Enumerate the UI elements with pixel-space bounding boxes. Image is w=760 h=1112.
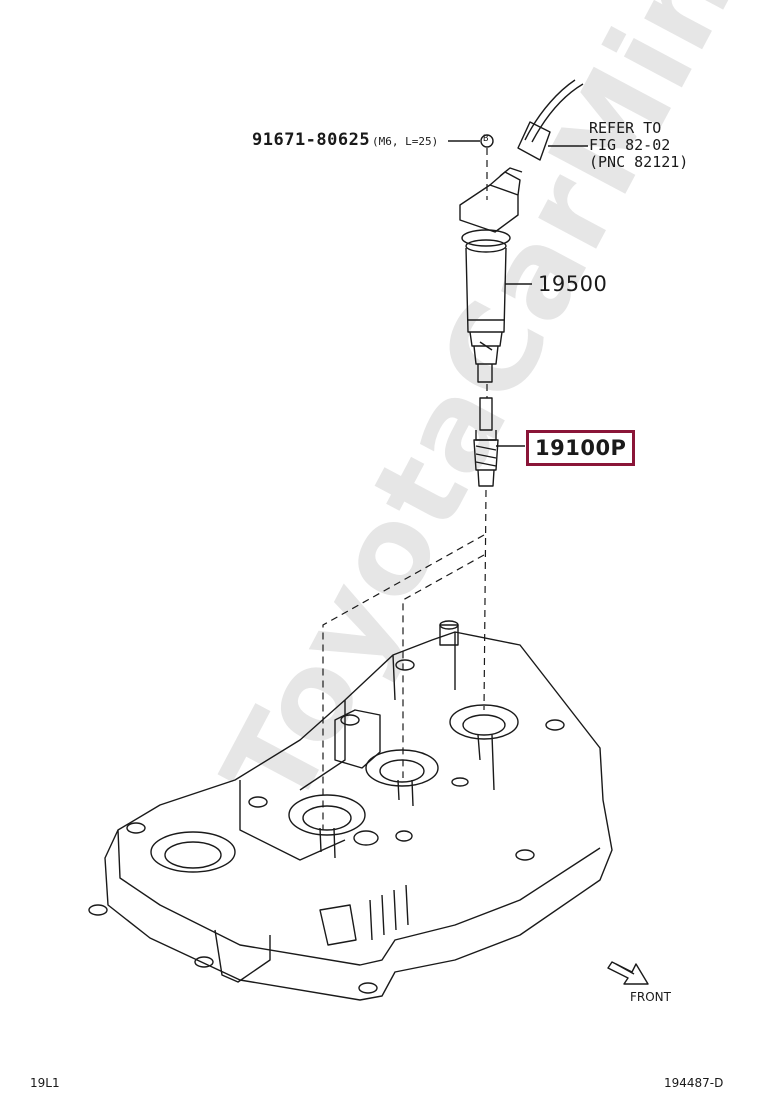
coil-wire [524, 79, 576, 141]
refer-to-figure-note[interactable]: REFER TO FIG 82-02 (PNC 82121) [589, 119, 689, 171]
footer-left-code: 19L1 [30, 1076, 60, 1090]
bolt-spec: (M6, L=25) [372, 135, 439, 148]
cylinder-head-cover [88, 620, 613, 1001]
ignition-coil-body [465, 247, 507, 333]
spark-plug-part-number[interactable]: 19100P [526, 430, 636, 466]
bolt-part-number[interactable]: 91671-80625 [252, 130, 371, 150]
front-label: FRONT [630, 990, 671, 1004]
footer-right-code: 194487-D [664, 1076, 724, 1090]
ignition-coil-head [459, 184, 519, 233]
front-arrow-icon [607, 961, 649, 985]
wire-connector [517, 121, 551, 161]
bolt-marker-b: B [483, 134, 489, 144]
spark-plug [479, 397, 493, 431]
ignition-coil-part-number[interactable]: 19500 [538, 272, 608, 296]
